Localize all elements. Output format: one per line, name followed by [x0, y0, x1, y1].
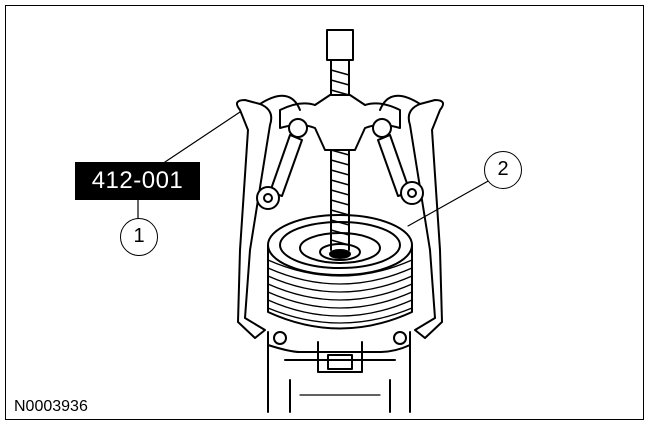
- figure-reference-id: N0003936: [14, 398, 88, 415]
- pulley-icon: [267, 214, 413, 330]
- callout-1: 1: [120, 218, 158, 256]
- puller-yoke-icon: [279, 94, 401, 151]
- special-tool-number: 412-001: [75, 162, 200, 200]
- puller-arm-icon: [256, 134, 424, 210]
- compressor-body-icon: [267, 331, 411, 413]
- puller-jaw-icon: [235, 94, 445, 339]
- figure-frame: [5, 5, 644, 420]
- callout-2: 2: [484, 151, 522, 189]
- puller-forcing-screw-icon: [326, 29, 354, 251]
